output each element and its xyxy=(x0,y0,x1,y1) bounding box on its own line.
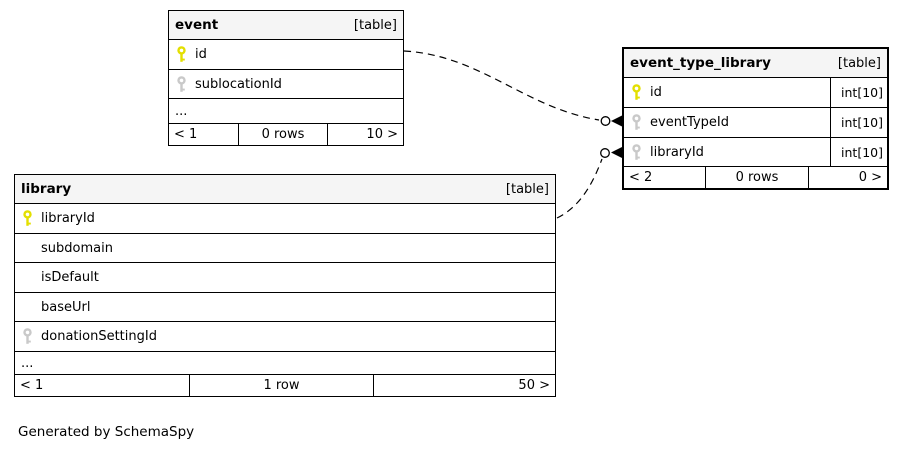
paging-first: < 1 xyxy=(20,378,44,393)
column-type: int[10] xyxy=(830,138,887,166)
paging-last: 50 > xyxy=(373,375,555,396)
column-row-id: id xyxy=(169,40,403,70)
table-type-badge: [table] xyxy=(353,17,397,33)
primary-key-icon xyxy=(22,210,41,227)
foreign-key-icon xyxy=(176,75,195,93)
column-row-baseUrl: baseUrl xyxy=(15,293,555,322)
column-name: eventTypeId xyxy=(650,115,729,130)
table-event[interactable]: event [table] id sublocationId ... < 1 0… xyxy=(168,10,404,146)
relationship-event-to-event-type-library xyxy=(403,50,622,127)
table-paging-row: < 1 0 rows 10 > xyxy=(169,124,403,145)
column-type: int[10] xyxy=(830,78,887,107)
foreign-key-icon xyxy=(631,114,650,131)
column-name: id xyxy=(195,47,207,62)
table-event-type-library[interactable]: event_type_library [table] id int[10] ev… xyxy=(622,47,889,190)
table-paging-row: < 2 0 rows 0 > xyxy=(624,167,887,188)
table-name[interactable]: event xyxy=(175,17,219,33)
table-name[interactable]: event_type_library xyxy=(630,55,771,71)
column-row-donationSettingId: donationSettingId xyxy=(15,322,555,352)
arrowhead-icon xyxy=(611,147,622,158)
column-name: donationSettingId xyxy=(41,329,157,344)
table-library[interactable]: library [table] libraryId subdomain isDe… xyxy=(14,174,556,397)
column-name: libraryId xyxy=(41,211,95,226)
paging-last: 10 > xyxy=(327,124,403,145)
column-name: sublocationId xyxy=(195,76,282,92)
column-row-eventTypeId: eventTypeId int[10] xyxy=(624,108,887,138)
more-columns-ellipsis: ... xyxy=(169,99,403,124)
table-event-header[interactable]: event [table] xyxy=(169,11,403,40)
table-type-badge: [table] xyxy=(505,181,549,197)
zero-or-one-circle xyxy=(600,116,611,126)
generated-by-note: Generated by SchemaSpy xyxy=(18,424,195,440)
relationship-library-to-event-type-library xyxy=(556,147,622,219)
column-name: isDefault xyxy=(41,270,99,285)
column-name: subdomain xyxy=(41,240,113,256)
primary-key-icon xyxy=(176,46,195,63)
paging-last: 0 > xyxy=(808,167,887,188)
arrowhead-icon xyxy=(611,115,622,127)
row-count: 1 row xyxy=(189,375,373,396)
foreign-key-icon xyxy=(22,328,41,345)
table-type-badge: [table] xyxy=(837,55,881,71)
column-row-libraryId: libraryId int[10] xyxy=(624,138,887,167)
column-type: int[10] xyxy=(830,108,887,137)
column-row-libraryId: libraryId xyxy=(15,204,555,234)
row-count: 0 rows xyxy=(705,167,808,188)
column-name: libraryId xyxy=(650,144,704,160)
table-paging-row: < 1 1 row 50 > xyxy=(15,375,555,396)
column-row-sublocationId: sublocationId xyxy=(169,70,403,99)
column-name: id xyxy=(650,85,662,100)
foreign-key-icon xyxy=(631,143,650,161)
paging-first: < 2 xyxy=(629,170,653,185)
column-row-subdomain: subdomain xyxy=(15,234,555,263)
table-event-type-library-header[interactable]: event_type_library [table] xyxy=(624,49,887,78)
column-row-id: id int[10] xyxy=(624,78,887,108)
row-count: 0 rows xyxy=(238,124,327,145)
table-library-header[interactable]: library [table] xyxy=(15,175,555,204)
column-row-isDefault: isDefault xyxy=(15,263,555,293)
column-name: baseUrl xyxy=(41,299,91,315)
paging-first: < 1 xyxy=(174,127,198,142)
primary-key-icon xyxy=(631,84,650,101)
table-name[interactable]: library xyxy=(21,181,72,197)
zero-or-one-circle xyxy=(600,148,610,158)
more-columns-ellipsis: ... xyxy=(15,352,555,375)
